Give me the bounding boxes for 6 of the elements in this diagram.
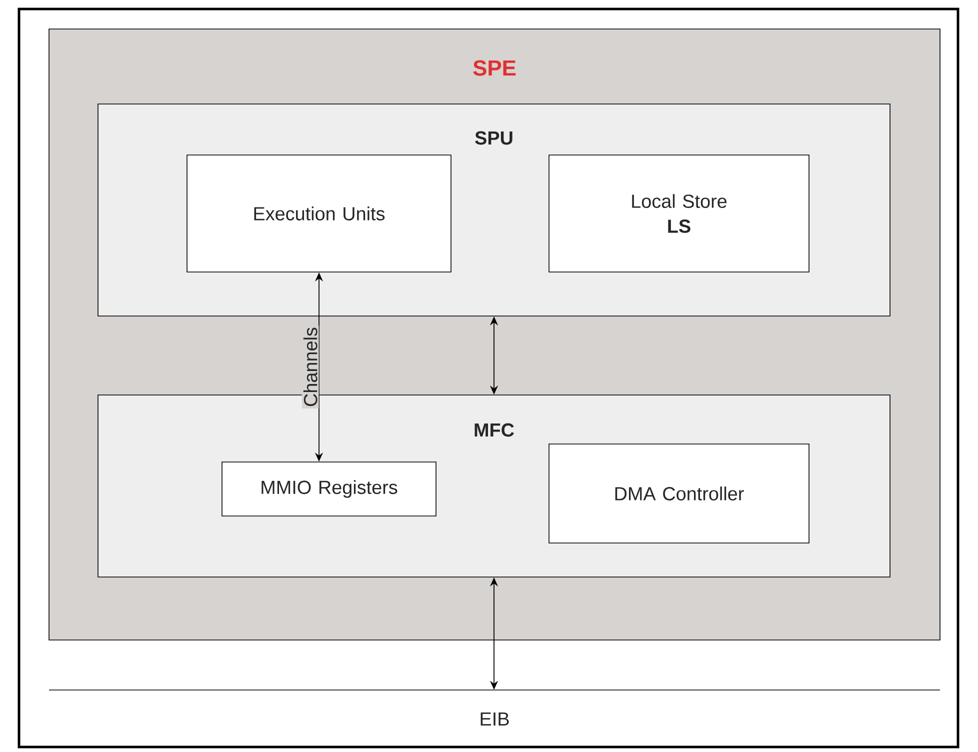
bus-line: EIB (48, 690, 940, 726)
edge-label: Channels (302, 326, 319, 408)
unit-box: Execution Units (186, 154, 452, 272)
unit-box: Local Store LS (548, 154, 810, 272)
unit-box: DMA Controller (548, 444, 810, 544)
unit-box: MMIO Registers (222, 462, 436, 516)
